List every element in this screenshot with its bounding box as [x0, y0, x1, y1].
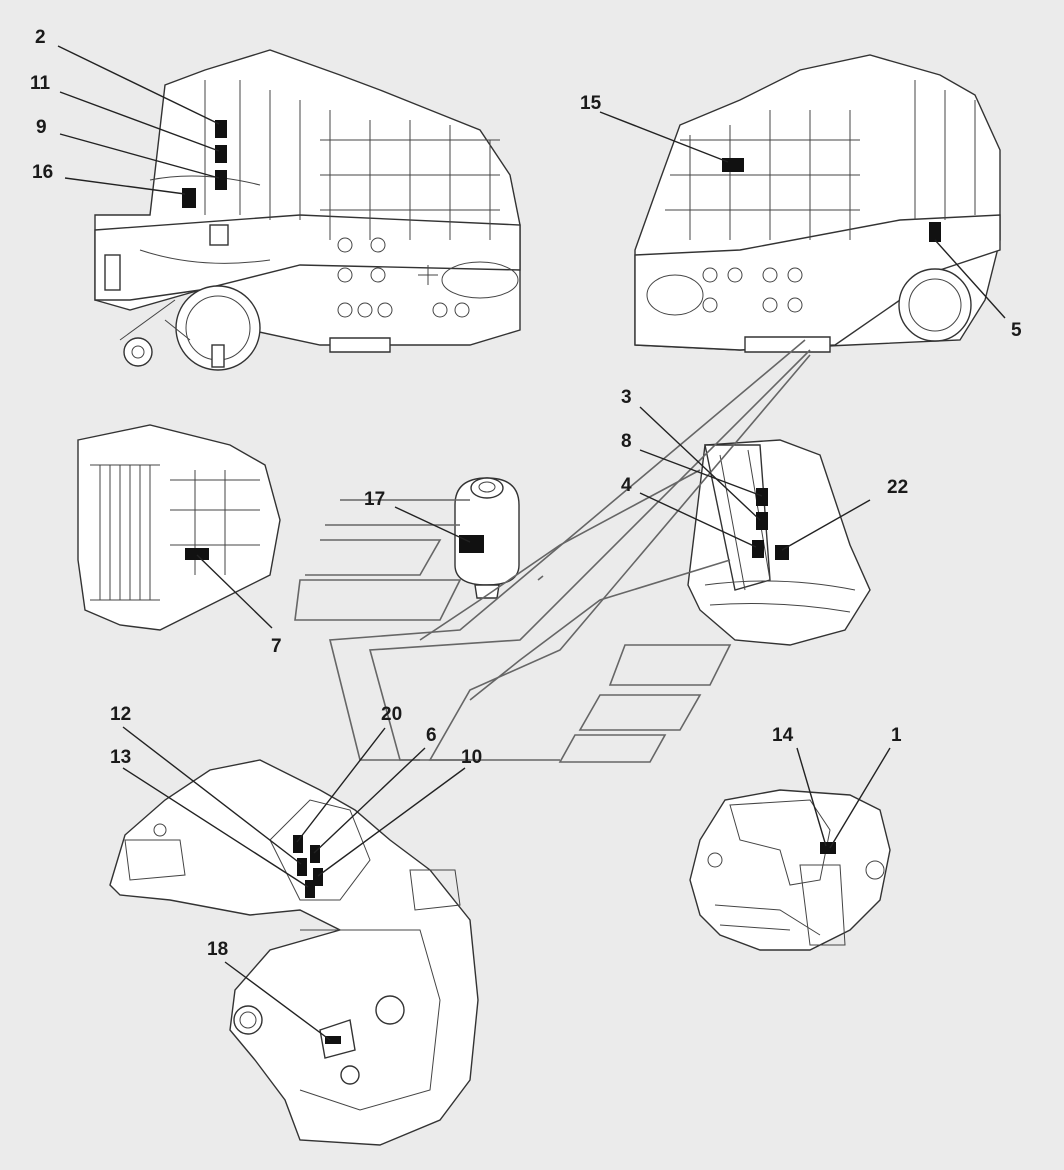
callout-3: 3 — [621, 387, 632, 408]
callout-labels: 2 11 9 16 15 5 3 8 4 22 17 7 12 20 6 10 … — [30, 27, 1022, 960]
decal-5 — [929, 222, 941, 242]
callout-20: 20 — [381, 704, 402, 725]
view-radiator-closeup — [77, 424, 281, 631]
decal-7 — [185, 548, 209, 560]
callout-11: 11 — [30, 73, 51, 94]
callout-10: 10 — [461, 747, 482, 768]
callout-12: 12 — [110, 704, 131, 725]
view-cab-rear-closeup — [689, 789, 891, 951]
decal-12 — [297, 858, 307, 876]
view-front-hood — [109, 759, 479, 1146]
view-engine-left-side — [94, 49, 521, 371]
decal-6 — [310, 845, 320, 863]
callout-4: 4 — [621, 475, 632, 496]
decal-17 — [325, 1036, 341, 1044]
rear-hub — [119, 285, 261, 371]
decal-3 — [756, 512, 768, 530]
decal-20 — [293, 835, 303, 853]
decal-4 — [752, 540, 764, 558]
callout-16: 16 — [32, 162, 53, 183]
decal-9 — [215, 170, 227, 190]
decal-8 — [756, 488, 768, 506]
circle-detail-group — [337, 237, 519, 318]
decal-13 — [305, 880, 315, 898]
decal-18 — [459, 535, 484, 553]
callout-1: 1 — [891, 725, 902, 746]
callout-22: 22 — [887, 477, 908, 498]
decal-10 — [313, 868, 323, 886]
decal-14 — [820, 842, 836, 854]
callout-9: 9 — [36, 117, 47, 138]
decal-15 — [722, 158, 744, 172]
callout-17: 18 — [207, 939, 228, 960]
view-cab-pillar-closeup — [687, 439, 871, 646]
callout-6: 6 — [426, 725, 437, 746]
callout-15: 15 — [580, 93, 602, 114]
circle-detail-group-right — [646, 267, 803, 316]
view-accumulator — [454, 477, 544, 599]
callout-7: 7 — [271, 636, 282, 657]
guide-lines — [294, 339, 811, 763]
leader-lines — [57, 45, 1006, 1041]
callout-14: 14 — [772, 725, 794, 746]
callout-13: 13 — [110, 747, 131, 768]
decal-2 — [215, 120, 227, 138]
callout-8: 8 — [621, 431, 632, 452]
decal-16 — [182, 188, 196, 208]
callout-18: 17 — [364, 489, 385, 510]
decal-11 — [215, 145, 227, 163]
callout-5: 5 — [1011, 320, 1022, 341]
view-engine-right-side — [634, 54, 1001, 353]
callout-2: 2 — [35, 27, 46, 48]
